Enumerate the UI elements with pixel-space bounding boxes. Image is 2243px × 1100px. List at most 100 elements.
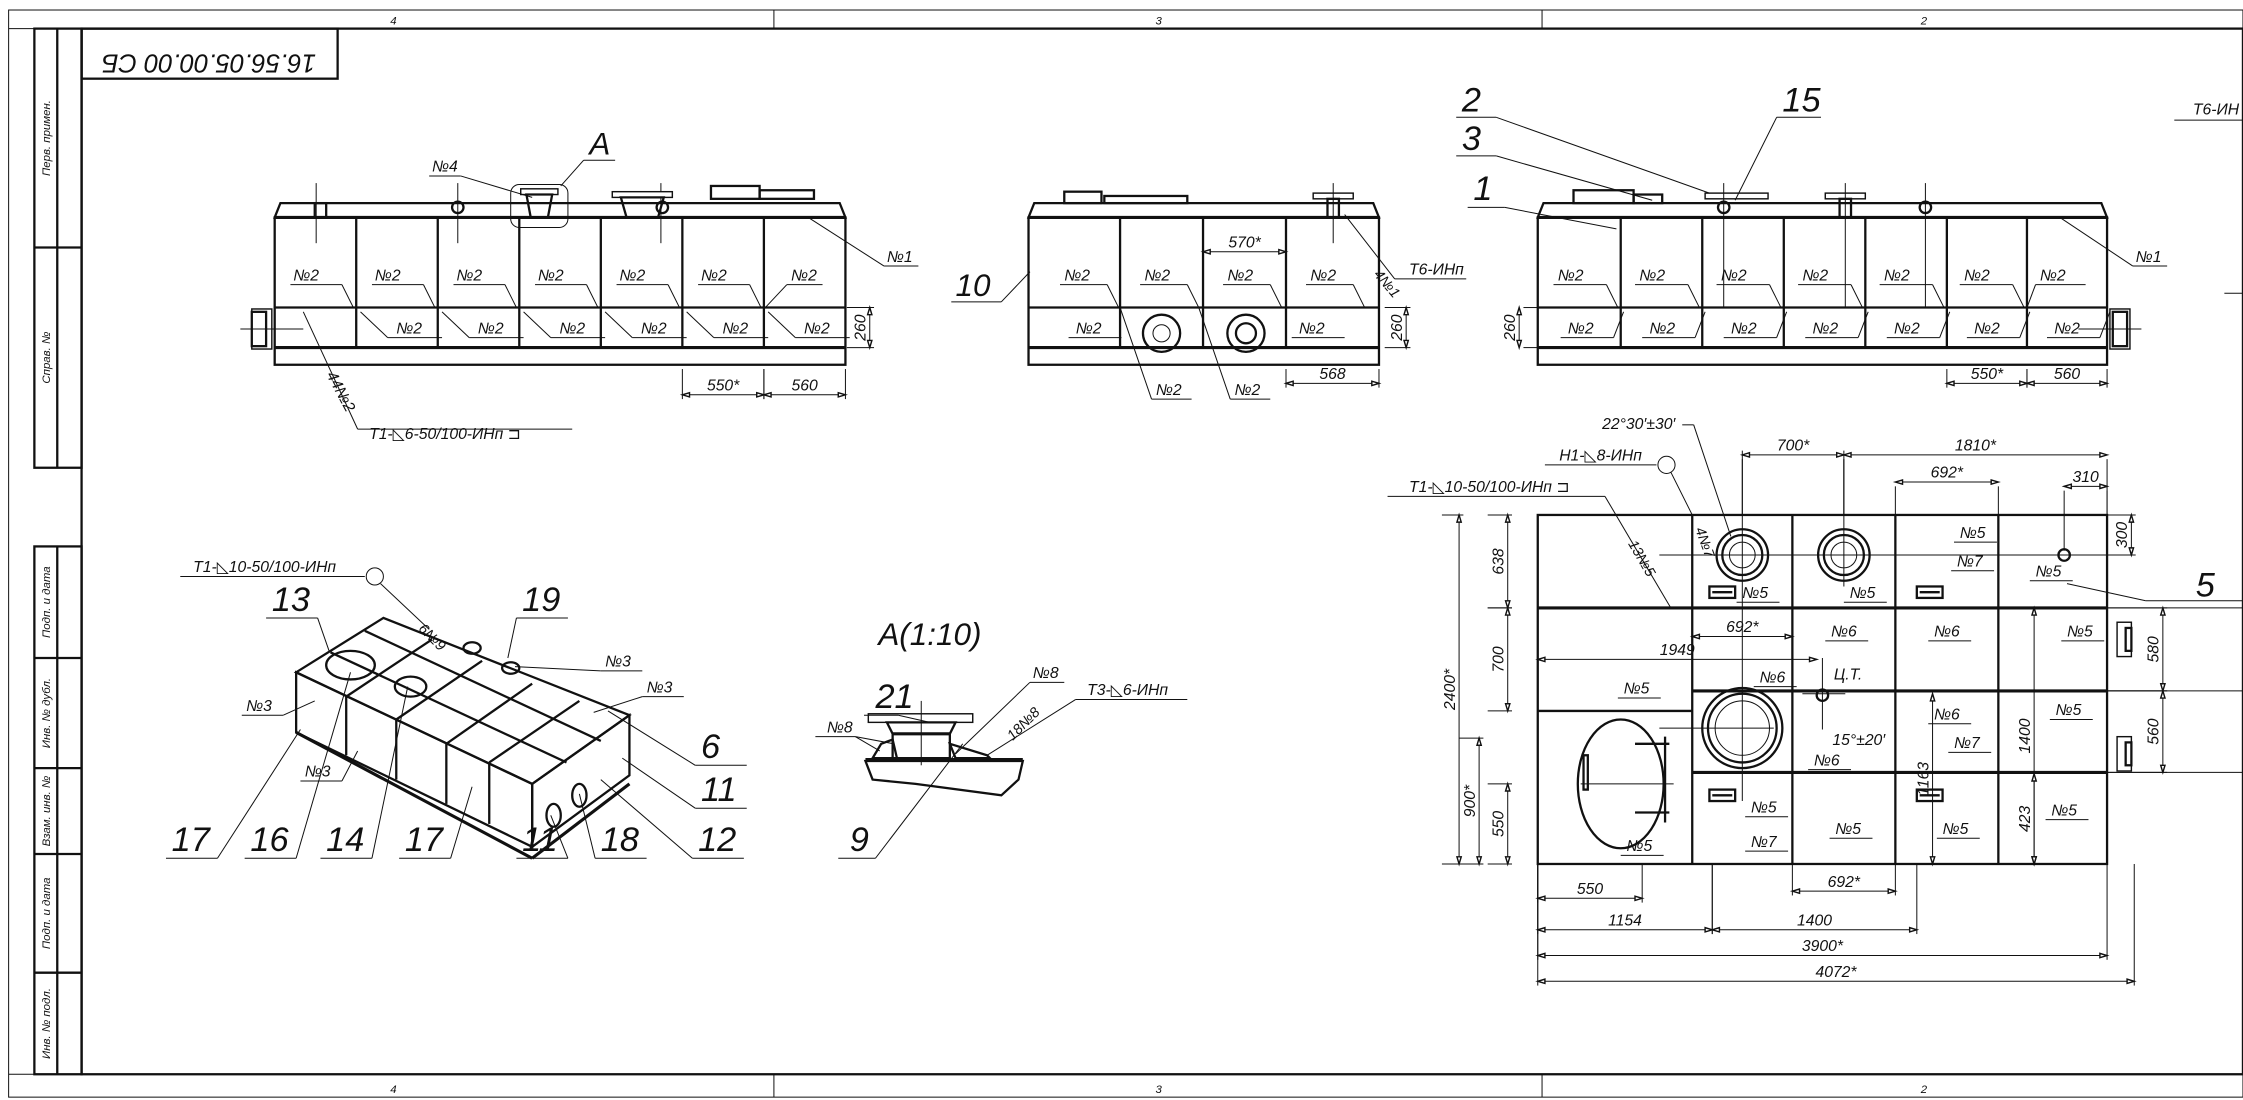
weld-mark-n5: №5 [1960,525,1986,542]
arrowhead [1504,781,1511,792]
line [1694,311,1706,338]
arrowhead [1835,451,1847,458]
weld-mark-n6: №6 [1759,669,1785,686]
position-number: 19 [522,581,560,619]
arrowhead [1455,512,1463,523]
line [295,730,533,860]
position-number: 10 [956,268,991,303]
leader-line [807,217,885,267]
weld-mark-n3: №3 [305,764,331,781]
detail-a-callout-frame [510,184,569,228]
iso-manhole [325,649,376,681]
dimension-text: 570* [1228,234,1261,251]
weld-mark-n2: №2 [619,267,645,284]
line [2012,284,2025,308]
dimension-text: 560 [2054,366,2080,383]
line [1693,424,1732,537]
weld-mark-n6: №6 [1831,624,1857,641]
arrowhead [1535,656,1546,663]
leader-line [586,284,599,308]
weld-mark-n2: №2 [1144,267,1170,284]
weld-mark-n2: №2 [1812,320,1838,337]
dimension-text: 2400* [1442,668,1459,711]
leader-line [450,786,473,859]
weld-mark-n5: №5 [1850,585,1876,602]
cover-bolts [1103,194,1189,205]
weld-symbol: Т3-◺6-ИНп [1087,682,1168,699]
weld-count: 4№1 [1370,267,1402,301]
dimension-text: 550* [707,378,740,395]
iso-flange [571,782,588,808]
position-number: 6 [701,728,721,766]
arrowhead [1200,248,1211,255]
weld-mark-n5: №5 [2067,624,2093,641]
line [1850,284,1863,308]
weld-mark-n2: №2 [804,320,830,337]
leader-line [507,617,517,659]
arrowhead [837,391,848,398]
line [1504,206,1617,230]
line [898,714,930,723]
detail-shell [863,759,1025,797]
weld-mark-n5: №5 [2051,802,2077,819]
line [1198,307,1231,400]
weld-mark-n5: №5 [1943,821,1969,838]
dimension-text: 300 [2114,522,2131,548]
weld-mark-n2: №2 [375,267,401,284]
line [1496,116,1710,194]
line [593,696,643,713]
arrowhead [866,305,873,316]
stamp-label: Подп. и дата [41,878,53,950]
dimension-text: 3900* [1802,938,1844,955]
arrowhead [1944,380,1955,387]
line [1344,214,1396,280]
dimension-text: 1163 [1915,762,1932,796]
dimension-text: 900* [1462,784,1479,817]
dimension-text: 692* [1931,465,1964,482]
arrowhead [1704,926,1715,933]
rect [2124,741,2133,767]
weld-mark-n2: №2 [2054,320,2080,337]
support-plate-n7 [1915,788,1944,803]
weld-mark-n2: №2 [1884,267,1910,284]
arrowhead [1455,856,1463,867]
weld-mark-n2: №2 [1310,267,1336,284]
line [283,700,315,716]
arrowhead [1516,339,1523,351]
line [341,750,359,782]
weld-mark-n2: №2 [1076,320,1102,337]
weld-mark-n5: №5 [1624,681,1650,698]
dimension-text: 550* [1971,366,2004,383]
dimension-text: 423 [2017,806,2034,832]
arrowhead [1929,691,1936,702]
arrowhead [1504,856,1511,867]
rear-view-top-plate [1536,201,2109,219]
weld-mark-n2: №2 [641,320,667,337]
weld-mark-n2: №2 [1894,320,1920,337]
arrowhead [1504,600,1511,611]
arrowhead [2031,605,2038,616]
dimension-text: 580 [2146,636,2163,662]
dimension-text: 550 [1490,811,1507,837]
position-number: 5 [2196,566,2216,604]
lifting-eye [450,200,465,215]
arrowhead [2099,451,2110,458]
support-plate-n7 [1915,585,1944,600]
weld-symbol: Т6-ИНп [1409,262,1464,279]
dimension-text: 4072* [1815,964,1857,981]
leader-line [460,175,533,198]
arrowhead [1476,735,1483,746]
weld-mark-n2: №2 [1639,267,1665,284]
weld-mark-n8: №8 [827,719,853,736]
stamp-label: Инв. № дубл. [41,678,53,748]
arrowhead [1709,926,1721,933]
weld-mark-n2: №2 [1721,267,1747,284]
weld-mark-n2: №2 [701,267,727,284]
leader-line [600,779,693,859]
position-number: 11 [522,821,558,859]
line [875,743,964,859]
weld-mark-n2: №2 [1568,320,1594,337]
field-weld-circle [1657,455,1676,474]
weld-mark-n2: №2 [1964,267,1990,284]
iso-nozzle [393,675,428,698]
